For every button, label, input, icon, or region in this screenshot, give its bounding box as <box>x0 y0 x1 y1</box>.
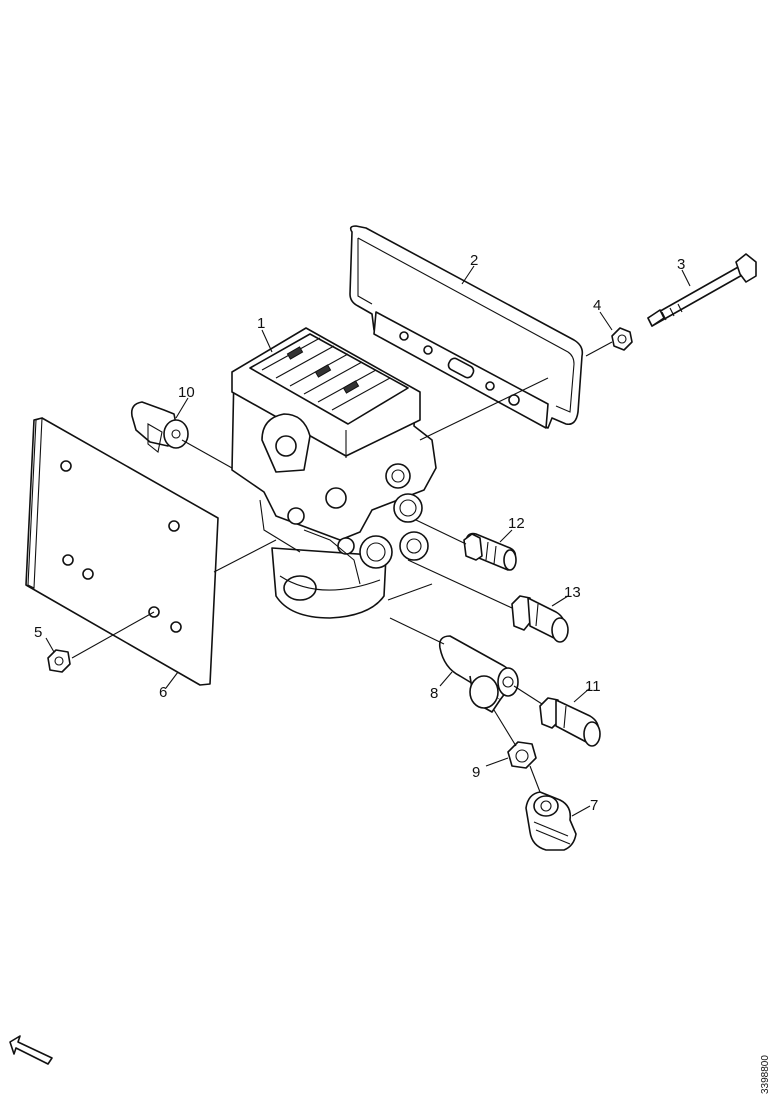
callout-8: 8 <box>430 685 438 702</box>
nut-part-5 <box>47 649 71 673</box>
assembly-lines <box>45 265 691 817</box>
fitting-part-12 <box>463 532 517 571</box>
fitting-part-13 <box>511 595 569 643</box>
valve-body <box>231 327 437 619</box>
callout-11: 11 <box>585 678 601 695</box>
callout-2: 2 <box>470 252 478 269</box>
callout-3: 3 <box>677 256 685 273</box>
callout-5: 5 <box>34 624 42 641</box>
callout-13: 13 <box>564 584 581 601</box>
label-plate-grille <box>261 337 391 411</box>
nut-part-9 <box>507 741 537 769</box>
callout-12: 12 <box>508 515 525 532</box>
mounting-plate <box>25 417 219 686</box>
fitting-part-10 <box>130 401 189 453</box>
callout-6: 6 <box>159 684 167 701</box>
callout-4: 4 <box>593 297 601 314</box>
callout-7: 7 <box>590 797 598 814</box>
callout-9: 9 <box>472 764 480 781</box>
callout-10: 10 <box>178 384 195 401</box>
tee-fitting-part-8 <box>438 635 519 713</box>
nut-part-4 <box>611 327 633 351</box>
fitting-part-11 <box>539 697 601 747</box>
forward-arrow-icon <box>9 1035 53 1065</box>
bolt-part-3 <box>647 253 757 327</box>
callout-1: 1 <box>257 315 265 332</box>
connector-part-7 <box>525 791 577 851</box>
callout-labels: 1 2 3 4 5 6 7 8 9 10 11 12 13 <box>34 252 685 814</box>
drawing-number: 3398800 <box>760 1055 771 1094</box>
